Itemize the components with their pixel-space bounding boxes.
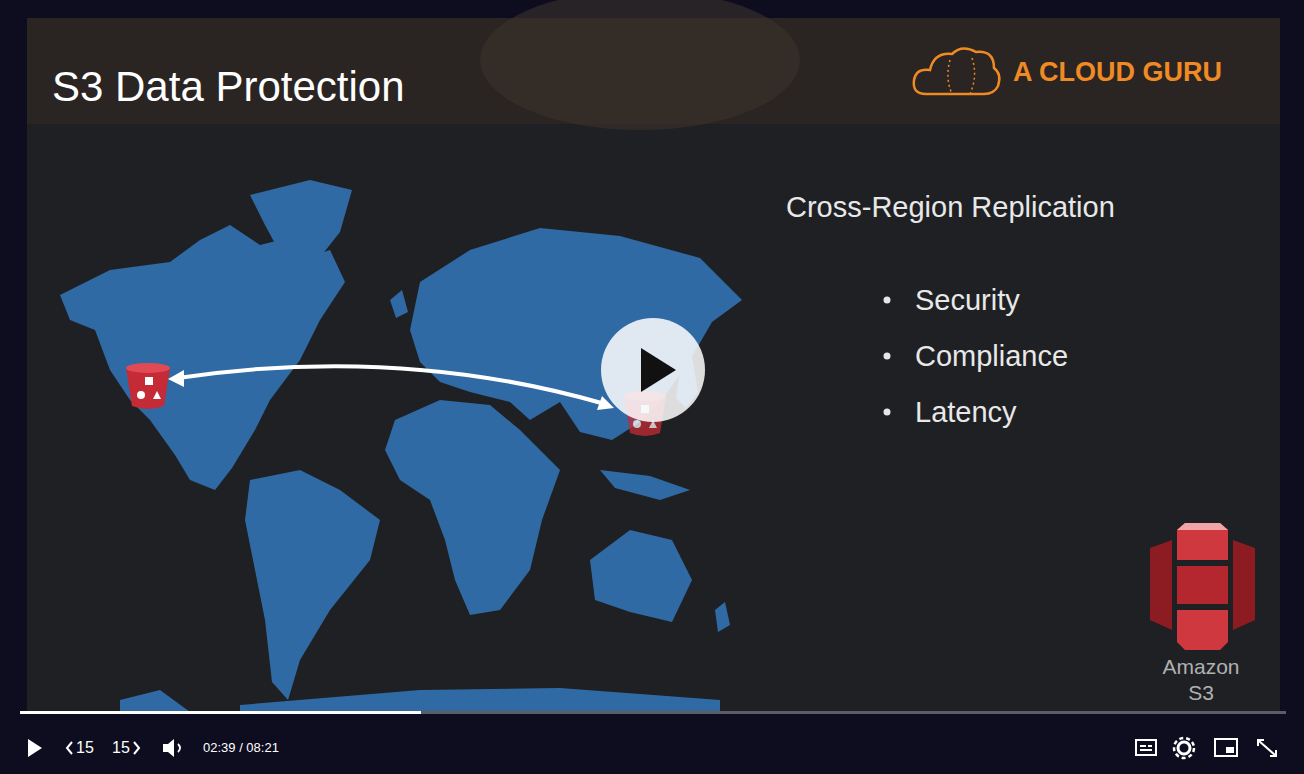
skip-back-label: 15 [76, 739, 94, 757]
player-controls [28, 738, 1276, 758]
world-map [60, 180, 742, 712]
play-overlay [601, 318, 705, 422]
s3-bucket-left [126, 363, 170, 409]
section-heading: Cross-Region Replication [786, 189, 1115, 225]
bullet-item: Compliance [915, 338, 1068, 374]
bullet-dots [884, 297, 891, 416]
time-display: 02:39 / 08:21 [203, 740, 279, 756]
progress-track [20, 711, 1286, 714]
logo-caption: Amazon S3 [1151, 654, 1251, 706]
cloud-logo [914, 48, 1000, 94]
skip-forward-label: 15 [112, 739, 130, 757]
replication-arrow [168, 366, 614, 410]
bullet-item: Security [915, 282, 1020, 318]
brand-name: A CLOUD GURU [1013, 54, 1222, 90]
presenter-blur [480, 0, 800, 130]
bullet-item: Latency [915, 394, 1017, 430]
progress-fill [20, 711, 421, 714]
slide-title: S3 Data Protection [52, 62, 405, 112]
s3-logo [1150, 523, 1255, 650]
